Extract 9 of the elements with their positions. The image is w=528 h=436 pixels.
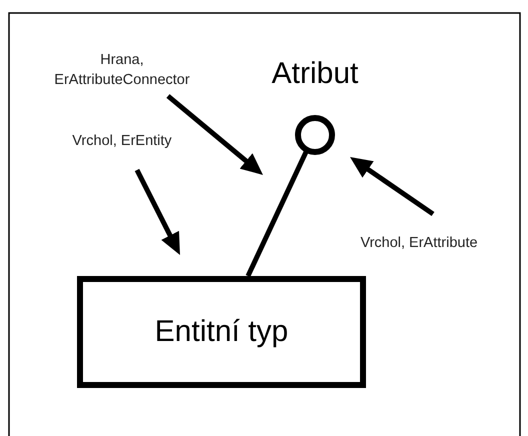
pointer-arrow	[166, 94, 263, 175]
arrow	[134, 168, 180, 255]
arrow	[350, 157, 434, 216]
annotation-text: Hrana, ErAttributeConnector	[47, 50, 197, 96]
annotation-text: Vrchol, ErEntity	[44, 131, 200, 151]
entity-box: Entitní typ	[77, 276, 366, 388]
attribute-label: Atribut	[270, 56, 360, 92]
annotation-text: Vrchol, ErAttribute	[333, 233, 505, 253]
connector-line	[246, 150, 308, 278]
